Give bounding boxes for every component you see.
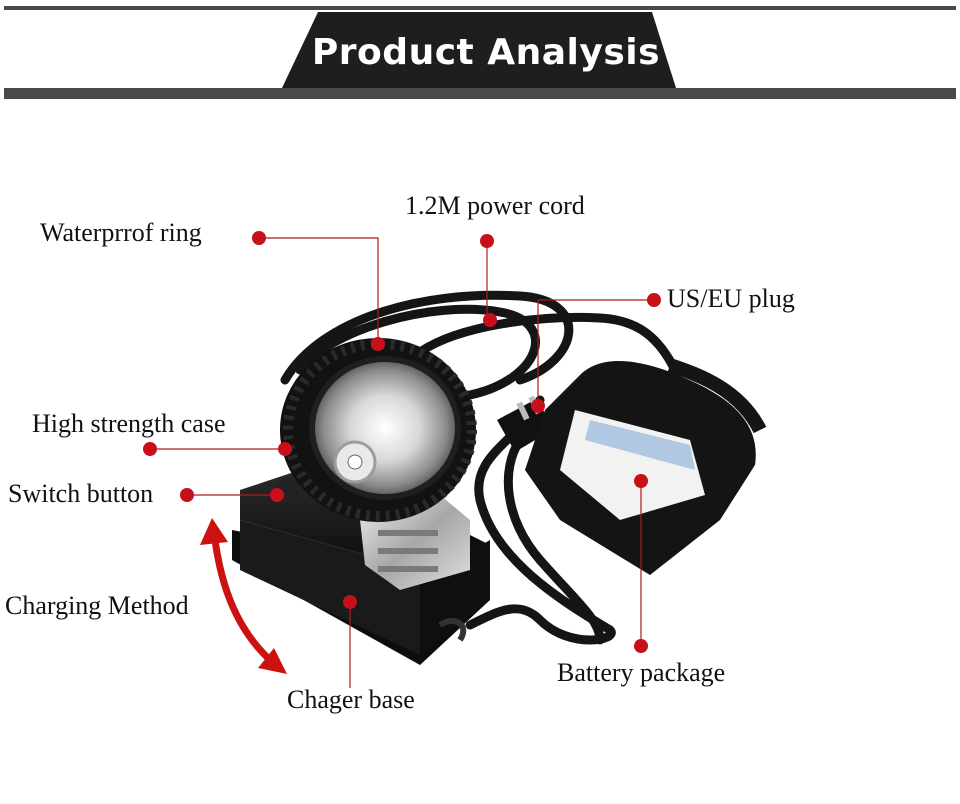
label-charger-base: Chager base <box>287 685 415 714</box>
label-battery-package: Battery package <box>557 658 726 687</box>
label-power-cord: 1.2M power cord <box>405 191 585 220</box>
dot-waterproof-ring-target <box>371 337 385 351</box>
dot-battery-package-target <box>634 474 648 488</box>
line-waterproof-ring <box>259 237 379 344</box>
dot-plug-label <box>647 293 661 307</box>
battery-pack-graphic <box>525 358 767 575</box>
page-title: Product Analysis <box>311 31 661 73</box>
charging-arrow-icon <box>200 518 287 674</box>
header-banner: Product Analysis <box>0 0 960 110</box>
lamp-head-graphic <box>276 338 477 522</box>
dot-waterproof-ring-label <box>252 231 266 245</box>
dot-power-cord-label <box>480 234 494 248</box>
header-title-bar <box>282 12 676 88</box>
dot-high-strength-case-target <box>278 442 292 456</box>
dot-power-cord-target <box>483 313 497 327</box>
label-plug: US/EU plug <box>667 284 795 313</box>
dot-switch-button-target <box>270 488 284 502</box>
header-top-stripe <box>4 6 956 10</box>
dot-battery-package-label <box>634 639 648 653</box>
label-switch-button: Switch button <box>8 479 154 508</box>
label-high-strength-case: High strength case <box>32 409 226 438</box>
dot-charger-base-target <box>343 595 357 609</box>
dot-high-strength-case-label <box>143 442 157 456</box>
dot-plug-target <box>531 399 545 413</box>
label-waterproof-ring: Waterprrof ring <box>40 218 202 247</box>
line-plug <box>537 299 654 406</box>
label-charging-method: Charging Method <box>5 591 189 620</box>
dot-switch-button-label <box>180 488 194 502</box>
header-bottom-stripe <box>4 88 956 99</box>
callout-lines <box>150 237 654 688</box>
header-graphic <box>4 6 956 99</box>
callout-dots <box>143 231 661 653</box>
